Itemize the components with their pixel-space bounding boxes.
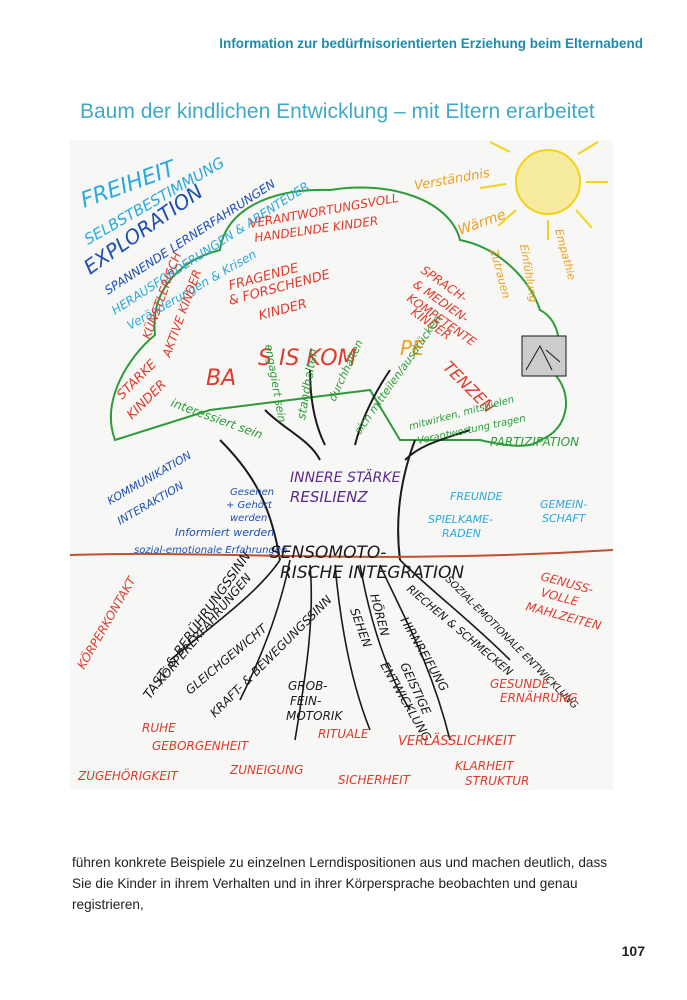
basis-part-2: S IS KOM bbox=[258, 346, 357, 371]
figure-title: Baum der kindlichen Entwicklung – mit El… bbox=[80, 100, 595, 123]
running-head: Information zur bedürfnisorientierten Er… bbox=[219, 36, 643, 51]
geborgenheit-label: GEBORGENHEIT bbox=[152, 739, 250, 753]
verstaendnis-label: Verständnis bbox=[413, 166, 491, 194]
spielkameraden-line-1: SPIELKAME- bbox=[428, 513, 493, 526]
body-text: führen konkrete Beispiele zu einzelnen L… bbox=[72, 855, 608, 912]
gesunde-line-1: GESUNDE bbox=[490, 677, 549, 691]
koerperkontakt-label: KÖRPERKONTAKT bbox=[73, 572, 140, 672]
tree-drawing: FREIHEIT SELBSTBESTIMMUNG EXPLORATION SP… bbox=[70, 141, 613, 788]
basis-part-3: PE bbox=[400, 336, 425, 360]
gesehen-line-2: + Gehört bbox=[226, 500, 273, 511]
zugehoerigkeit-label: ZUGEHÖRIGKEIT bbox=[77, 767, 180, 783]
verlaesslichkeit-label: VERLÄSSLICHKEIT bbox=[398, 733, 516, 749]
ground-line bbox=[70, 549, 613, 558]
zuneigung-label: ZUNEIGUNG bbox=[229, 763, 303, 777]
gesehen-line-1: Gesehen bbox=[230, 487, 274, 498]
innere-staerke-label: INNERE STÄRKE bbox=[290, 468, 401, 486]
fragende-line-3: KINDER bbox=[257, 297, 309, 324]
gemeinschaft-line-1: GEMEIN- bbox=[540, 498, 587, 511]
senso-line-2: RISCHE INTEGRATION bbox=[280, 563, 464, 583]
ruhe-label: RUHE bbox=[142, 721, 176, 735]
sun-icon bbox=[479, 141, 608, 240]
grob-line-1: GROB- bbox=[288, 679, 327, 693]
partizipation-label: PARTIZIPATION bbox=[490, 435, 579, 449]
struktur-label: STRUKTUR bbox=[465, 774, 529, 788]
tree-roots bbox=[169, 559, 511, 741]
nest-icon bbox=[521, 335, 567, 377]
freunde-label: FREUNDE bbox=[450, 490, 503, 503]
sozial-label: sozial-emotionale Erfahrungen bbox=[134, 545, 287, 556]
gesunde-line-2: ERNÄHRUNG bbox=[500, 690, 578, 705]
page-number: 107 bbox=[621, 943, 645, 959]
informiert-label: Informiert werden bbox=[175, 526, 274, 539]
basis-part-1: BA bbox=[206, 366, 236, 391]
resilienz-label: RESILIENZ bbox=[290, 488, 368, 506]
rituale-label: RITUALE bbox=[318, 727, 369, 741]
einfuehlung-label: Einfühlung bbox=[517, 243, 540, 303]
empathie-label: Empathie bbox=[552, 227, 578, 281]
tree-trunk bbox=[219, 369, 471, 561]
gemeinschaft-line-2: SCHAFT bbox=[542, 512, 587, 525]
zutrauen-label: Zutrauen bbox=[487, 246, 513, 299]
spielkameraden-line-2: RADEN bbox=[442, 527, 481, 540]
grob-line-3: MOTORIK bbox=[286, 709, 343, 723]
tree-poster: FREIHEIT SELBSTBESTIMMUNG EXPLORATION SP… bbox=[70, 140, 613, 790]
sicherheit-label: SICHERHEIT bbox=[338, 773, 412, 787]
waerme-label: Wärme bbox=[456, 207, 508, 239]
senso-line-1: SENSOMOTO- bbox=[270, 543, 386, 563]
klarheit-label: KLARHEIT bbox=[455, 759, 515, 773]
grob-line-2: FEIN- bbox=[290, 694, 321, 708]
crown-outline bbox=[110, 186, 567, 447]
gesehen-line-3: werden bbox=[230, 513, 267, 524]
